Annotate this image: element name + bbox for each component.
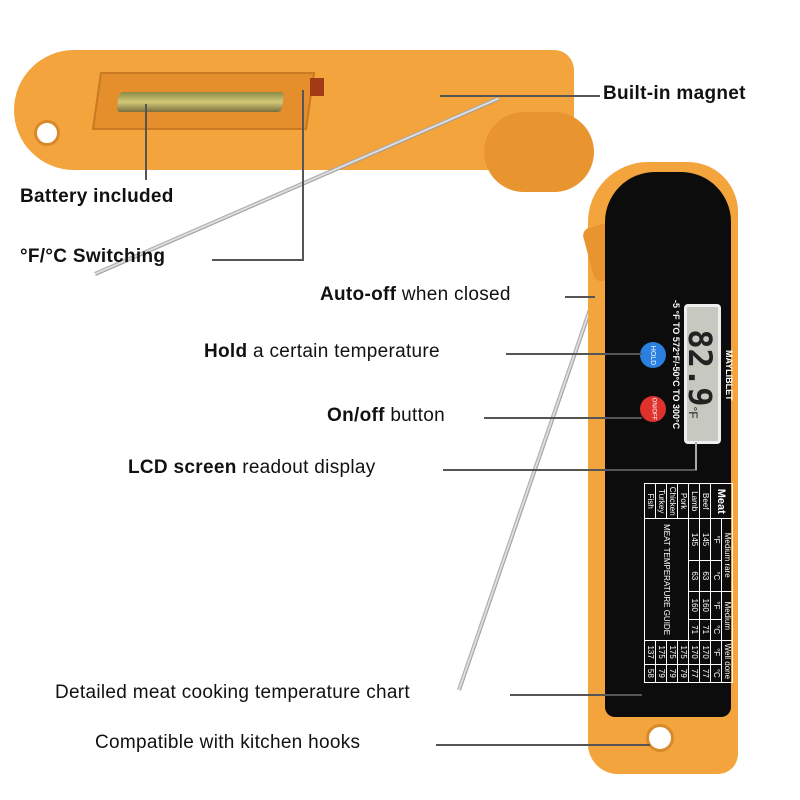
guide-cell: °F bbox=[710, 640, 722, 665]
guide-cell: Lamb bbox=[688, 483, 700, 519]
guide-cell: 79 bbox=[677, 664, 689, 683]
battery-compartment bbox=[91, 72, 316, 130]
guide-cell: 137 bbox=[644, 640, 656, 665]
label-hold: Hold a certain temperature bbox=[204, 341, 440, 362]
guide-cell: °F bbox=[710, 591, 722, 620]
guide-cell: 79 bbox=[655, 664, 667, 683]
label-lcd: LCD screen readout display bbox=[128, 457, 376, 478]
guide-cell: 145 bbox=[688, 518, 700, 561]
guide-cell: 77 bbox=[688, 664, 700, 683]
guide-cell: 71 bbox=[699, 619, 711, 641]
guide-cell: 175 bbox=[666, 640, 678, 665]
guide-cell: Beef bbox=[699, 483, 711, 519]
lcd-reading: 82.9 bbox=[684, 329, 719, 407]
guide-cell: MEAT TEMPERATURE GUIDE bbox=[644, 518, 689, 641]
probe-side bbox=[457, 282, 601, 691]
hook-hole bbox=[34, 120, 60, 146]
guide-cell: Turkey bbox=[655, 483, 667, 519]
guide-cell: 77 bbox=[699, 664, 711, 683]
label-kitchen-hooks: Compatible with kitchen hooks bbox=[95, 732, 361, 753]
guide-cell: 63 bbox=[699, 560, 711, 592]
label-battery-included: Battery included bbox=[20, 186, 174, 207]
hook-hole bbox=[646, 724, 674, 752]
lcd-unit: °F bbox=[686, 406, 700, 419]
guide-cell: °C bbox=[710, 619, 722, 641]
label-auto-off: Auto-off when closed bbox=[320, 284, 511, 305]
guide-cell: 79 bbox=[666, 664, 678, 683]
guide-cell: Medium rare bbox=[721, 518, 733, 592]
guide-cell: 160 bbox=[699, 591, 711, 620]
guide-cell: 71 bbox=[688, 619, 700, 641]
range-label: -5 °F TO 572°F/-50°C TO 300°C bbox=[671, 300, 681, 430]
battery-icon bbox=[116, 92, 285, 112]
thermometer-back bbox=[14, 42, 604, 192]
guide-cell: °C bbox=[710, 664, 722, 683]
guide-cell: °C bbox=[710, 560, 722, 592]
guide-cell: Fish bbox=[644, 483, 656, 519]
guide-cell: 170 bbox=[699, 640, 711, 665]
guide-cell: 175 bbox=[655, 640, 667, 665]
guide-cell: 160 bbox=[688, 591, 700, 620]
guide-cell: 170 bbox=[688, 640, 700, 665]
label-meat-chart: Detailed meat cooking temperature chart bbox=[55, 682, 410, 703]
guide-cell: 63 bbox=[688, 560, 700, 592]
thermometer-face bbox=[605, 172, 731, 717]
guide-cell: Chicken bbox=[666, 483, 678, 519]
guide-cell: °F bbox=[710, 518, 722, 561]
guide-cell: Medium bbox=[721, 591, 733, 641]
guide-cell: 145 bbox=[699, 518, 711, 561]
lcd-screen: 82.9°F bbox=[684, 304, 721, 444]
guide-cell: Meat bbox=[710, 483, 733, 519]
guide-cell: Well done bbox=[721, 640, 733, 683]
brand-label: MAYLIBLET bbox=[724, 350, 734, 401]
guide-cell: Pork bbox=[677, 483, 689, 519]
label-built-in-magnet: Built-in magnet bbox=[603, 83, 746, 104]
label-switching: °F/°C Switching bbox=[20, 246, 166, 267]
hold-button[interactable]: HOLD bbox=[640, 342, 666, 368]
label-onoff: On/off button bbox=[327, 405, 445, 426]
onoff-button[interactable]: ON/OFF bbox=[640, 396, 666, 422]
guide-cell: 58 bbox=[644, 664, 656, 683]
guide-cell: 175 bbox=[677, 640, 689, 665]
switch-icon[interactable] bbox=[310, 78, 324, 96]
